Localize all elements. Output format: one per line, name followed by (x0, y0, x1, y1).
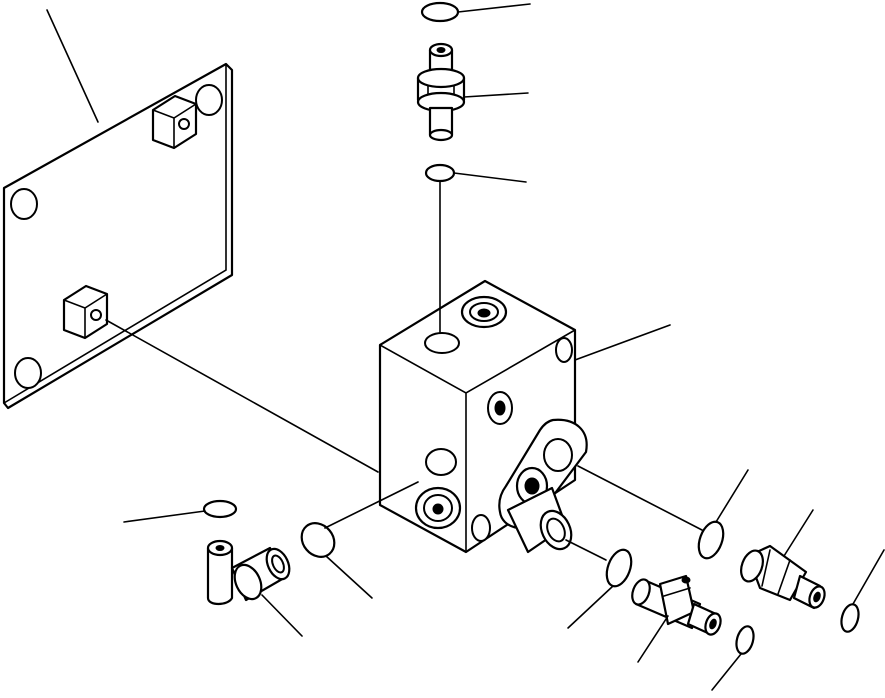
leader-axis-front (324, 481, 419, 529)
leader-elbow (261, 594, 303, 637)
plate-hole-top-right (195, 84, 223, 116)
straight-fitting (740, 544, 826, 610)
leader-axis-lever (577, 465, 703, 531)
plate-hole-bottom-left (14, 357, 42, 389)
right-oring (697, 520, 725, 560)
left-oring (202, 499, 238, 519)
leader-plate (46, 9, 99, 123)
leader-right-oring (715, 469, 749, 523)
elbow-fitting (206, 539, 291, 606)
plate-boss-upper (151, 94, 198, 150)
top-oring (420, 1, 460, 23)
block-right-port-upper (555, 337, 573, 363)
top-fitting (416, 42, 466, 142)
plate-boss-lower (62, 284, 109, 340)
leader-lines (46, 3, 885, 691)
leader-block (574, 324, 671, 361)
leader-front-oring (325, 555, 373, 599)
block-right-port-lower (471, 514, 491, 542)
block-left-boss (414, 486, 462, 530)
block-left-port (425, 448, 457, 476)
leader-straight-fitting (783, 509, 814, 557)
leader-top-oring (457, 3, 531, 13)
front-oring (300, 522, 336, 558)
mounting-plate (2, 62, 234, 410)
second-oring (424, 163, 456, 183)
tee-fitting (631, 574, 722, 636)
bottom-right-oring (735, 625, 755, 655)
leader-far-right-oring (852, 549, 885, 605)
leader-boss-to-block (105, 319, 379, 473)
lever-shaft (506, 486, 573, 554)
leader-tee (637, 615, 669, 663)
lever-arm (498, 418, 588, 554)
leader-second-oring (453, 172, 527, 183)
leader-lower-oring (567, 585, 614, 629)
leader-left-oring (123, 510, 206, 523)
leader-bottom-right-oring (711, 653, 742, 691)
block-top-port (424, 332, 460, 354)
leader-top-fitting (463, 92, 529, 98)
block-top-boss (460, 295, 508, 329)
lower-oring (605, 548, 633, 588)
leader-axis-shaft (565, 539, 607, 561)
far-right-oring (840, 603, 860, 633)
plate-hole-top-left (10, 188, 38, 220)
block-right-port-middle (487, 391, 513, 425)
